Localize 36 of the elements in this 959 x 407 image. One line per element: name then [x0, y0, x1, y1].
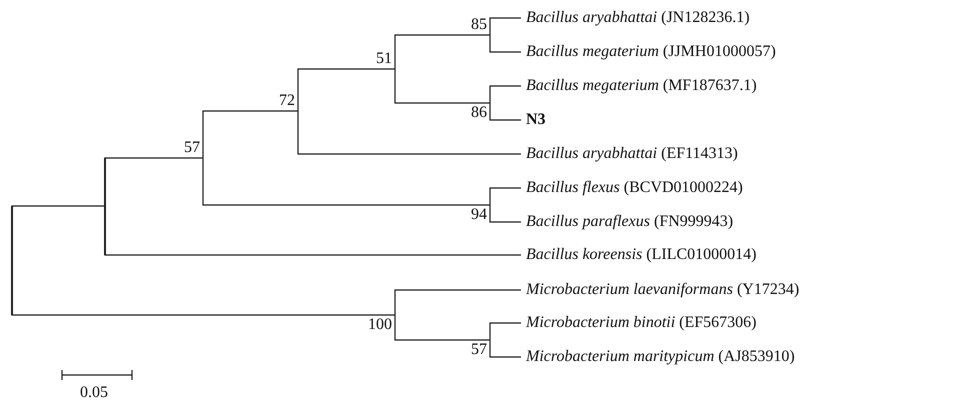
bootstrap-value: 51 [376, 50, 392, 68]
taxon-label: Bacillus aryabhattai (EF114313) [526, 145, 738, 163]
tree-branch [489, 322, 521, 340]
tree-branch [489, 187, 521, 205]
tree-branch [297, 68, 395, 111]
bootstrap-value: 85 [471, 16, 487, 34]
bootstrap-value: 57 [471, 341, 487, 359]
tree-branch [489, 340, 521, 358]
taxon-label: Microbacterium binotii (EF567306) [526, 314, 756, 332]
tree-branch [489, 35, 521, 53]
taxon-label: Bacillus koreensis (LILC01000014) [526, 246, 756, 264]
taxon-label: Microbacterium laevaniformans (Y17234) [526, 281, 800, 299]
tree-branch [202, 158, 490, 206]
tree-branch [394, 69, 490, 104]
tree-branch [394, 315, 490, 341]
taxon-label: Bacillus paraflexus (FN999943) [526, 213, 734, 231]
tree-branch [489, 103, 521, 121]
bootstrap-value: 86 [471, 104, 487, 122]
bootstrap-value: 100 [368, 316, 392, 334]
tree-branch [489, 85, 521, 103]
tree-branch [489, 205, 521, 223]
bootstrap-value: 94 [471, 206, 487, 224]
scale-value: 0.05 [80, 384, 108, 402]
bootstrap-value: 72 [279, 92, 295, 110]
tree-branch [489, 17, 521, 35]
tree-branch [297, 111, 521, 155]
taxon-label: Bacillus flexus (BCVD01000224) [526, 179, 743, 197]
taxon-label: Bacillus aryabhattai (JN128236.1) [526, 9, 750, 27]
bootstrap-value: 57 [184, 139, 200, 157]
taxon-label: N3 [526, 111, 546, 129]
taxon-label: Microbacterium maritypicum (AJ853910) [526, 348, 795, 366]
tree-branch [394, 34, 490, 69]
taxon-label: Bacillus megaterium (MF187637.1) [526, 77, 757, 95]
taxon-label: Bacillus megaterium (JJMH01000057) [526, 43, 776, 61]
tree-branch [202, 110, 298, 158]
tree-branch [394, 289, 521, 315]
